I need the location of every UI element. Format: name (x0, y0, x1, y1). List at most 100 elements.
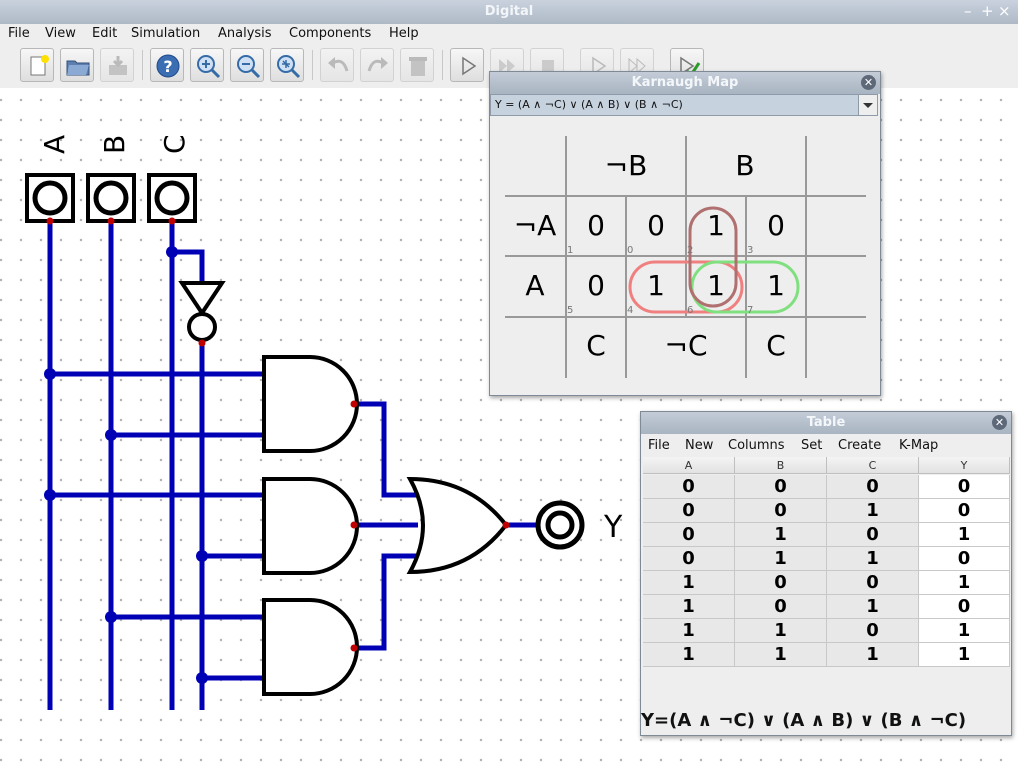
menu-components[interactable]: Components (289, 26, 372, 41)
input-pin-b[interactable] (86, 173, 136, 223)
menu-simulation[interactable]: Simulation (131, 26, 201, 41)
table-cell: 1 (643, 619, 735, 643)
table-menu-new[interactable]: New (685, 438, 714, 453)
kmap-index: 4 (627, 305, 634, 316)
zoom-out-button[interactable] (230, 48, 264, 82)
table-menu-create[interactable]: Create (838, 438, 882, 453)
play-icon (462, 56, 477, 76)
kmap-index: 3 (747, 245, 754, 256)
table-cell: 1 (827, 499, 919, 523)
table-cell[interactable]: 0 (919, 547, 1010, 571)
zoom-fit-button[interactable] (270, 48, 304, 82)
save-button[interactable] (100, 48, 134, 82)
table-cell: 1 (643, 595, 735, 619)
input-pin-a[interactable] (25, 173, 75, 223)
table-cell[interactable]: 0 (919, 499, 1010, 523)
maximize-button[interactable]: + (981, 2, 994, 20)
window-title-bar: Digital – + × (0, 0, 1018, 25)
table-menu-set[interactable]: Set (801, 438, 823, 453)
kmap-cell-7: 1 (767, 269, 785, 302)
table-cell: 0 (643, 475, 735, 499)
play-icon (592, 56, 607, 76)
new-file-button[interactable] (20, 48, 54, 82)
kmap-index: 6 (687, 305, 694, 316)
table-cell: 1 (735, 547, 827, 571)
table-cell: 0 (643, 499, 735, 523)
kmap-col-header-b: B (735, 149, 755, 182)
table-cell: 0 (827, 523, 919, 547)
and-gate-2[interactable] (262, 477, 359, 575)
menu-file[interactable]: File (8, 26, 30, 41)
kmap-cell-5: 0 (587, 269, 605, 302)
karnaugh-map-close-icon[interactable]: ✕ (861, 75, 876, 90)
kmap-group-green (690, 260, 800, 314)
and-gate-3[interactable] (262, 598, 359, 696)
menu-help[interactable]: Help (389, 26, 419, 41)
and-gate-1[interactable] (262, 355, 359, 453)
svg-text:?: ? (163, 57, 172, 76)
table-cell: 1 (827, 547, 919, 571)
circuit-drawing: A B C (25, 134, 623, 710)
input-pin-c[interactable] (147, 173, 197, 223)
table-cell: 1 (735, 523, 827, 547)
truth-table-menu-bar: File New Columns Set Create K-Map (641, 434, 1011, 456)
table-menu-columns[interactable]: Columns (728, 438, 785, 453)
table-cell[interactable]: 1 (919, 643, 1010, 667)
truth-table-formula: Y=(A ∧ ¬C) ∨ (A ∧ B) ∨ (B ∧ ¬C) (641, 710, 967, 731)
minimize-button[interactable]: – (964, 2, 972, 20)
pin-markers (46, 217, 510, 652)
karnaugh-map-title: Karnaugh Map (631, 75, 739, 90)
close-button[interactable]: × (998, 2, 1011, 20)
table-menu-file[interactable]: File (648, 438, 670, 453)
wires (47, 221, 540, 710)
toolbar-separator (312, 50, 313, 80)
run-button[interactable] (450, 48, 484, 82)
table-cell[interactable]: 1 (919, 523, 1010, 547)
table-cell: 1 (827, 643, 919, 667)
toolbar-separator (442, 50, 443, 80)
output-pin-y[interactable] (535, 500, 585, 550)
undo-button[interactable] (320, 48, 354, 82)
open-file-button[interactable] (60, 48, 94, 82)
kmap-bottom-header-c: C (766, 329, 786, 362)
delete-button[interactable] (400, 48, 434, 82)
table-cell[interactable]: 1 (919, 571, 1010, 595)
column-header-b[interactable]: B (735, 457, 827, 474)
column-header-a[interactable]: A (643, 457, 735, 474)
zoom-in-button[interactable] (190, 48, 224, 82)
stop-icon (542, 60, 554, 72)
table-cell[interactable]: 0 (919, 595, 1010, 619)
undo-icon (328, 57, 349, 72)
table-cell[interactable]: 1 (919, 619, 1010, 643)
save-icon (109, 56, 127, 75)
or-gate[interactable] (406, 476, 509, 575)
chevron-down-icon[interactable] (858, 95, 877, 115)
help-button[interactable]: ? (150, 48, 184, 82)
redo-icon (367, 57, 388, 72)
table-cell[interactable]: 0 (919, 475, 1010, 499)
table-cell: 0 (827, 475, 919, 499)
not-gate[interactable] (178, 281, 226, 342)
window-title: Digital (484, 4, 534, 19)
table-cell: 0 (827, 619, 919, 643)
menu-view[interactable]: View (45, 26, 76, 41)
expression-select[interactable]: Y = (A ∧ ¬C) ∨ (A ∧ B) ∨ (B ∧ ¬C) (490, 94, 878, 116)
kmap-index: 5 (567, 305, 574, 316)
kmap-bottom-header-not-c: ¬C (664, 329, 708, 362)
truth-table-title: Table (806, 415, 846, 430)
fast-forward-icon (499, 59, 515, 73)
table-menu-kmap[interactable]: K-Map (899, 438, 939, 453)
column-header-c[interactable]: C (827, 457, 919, 474)
kmap-group-red (628, 260, 744, 314)
kmap-index: 1 (567, 245, 574, 256)
menu-analysis[interactable]: Analysis (218, 26, 272, 41)
truth-table-close-icon[interactable]: ✕ (992, 415, 1007, 430)
table-cell: 1 (827, 595, 919, 619)
redo-button[interactable] (360, 48, 394, 82)
column-header-y[interactable]: Y (919, 457, 1010, 474)
kmap-index: 7 (747, 305, 754, 316)
input-label-a: A (38, 135, 71, 154)
menu-edit[interactable]: Edit (92, 26, 118, 41)
kmap-bottom-header-c: C (586, 329, 606, 362)
table-cell: 0 (735, 571, 827, 595)
